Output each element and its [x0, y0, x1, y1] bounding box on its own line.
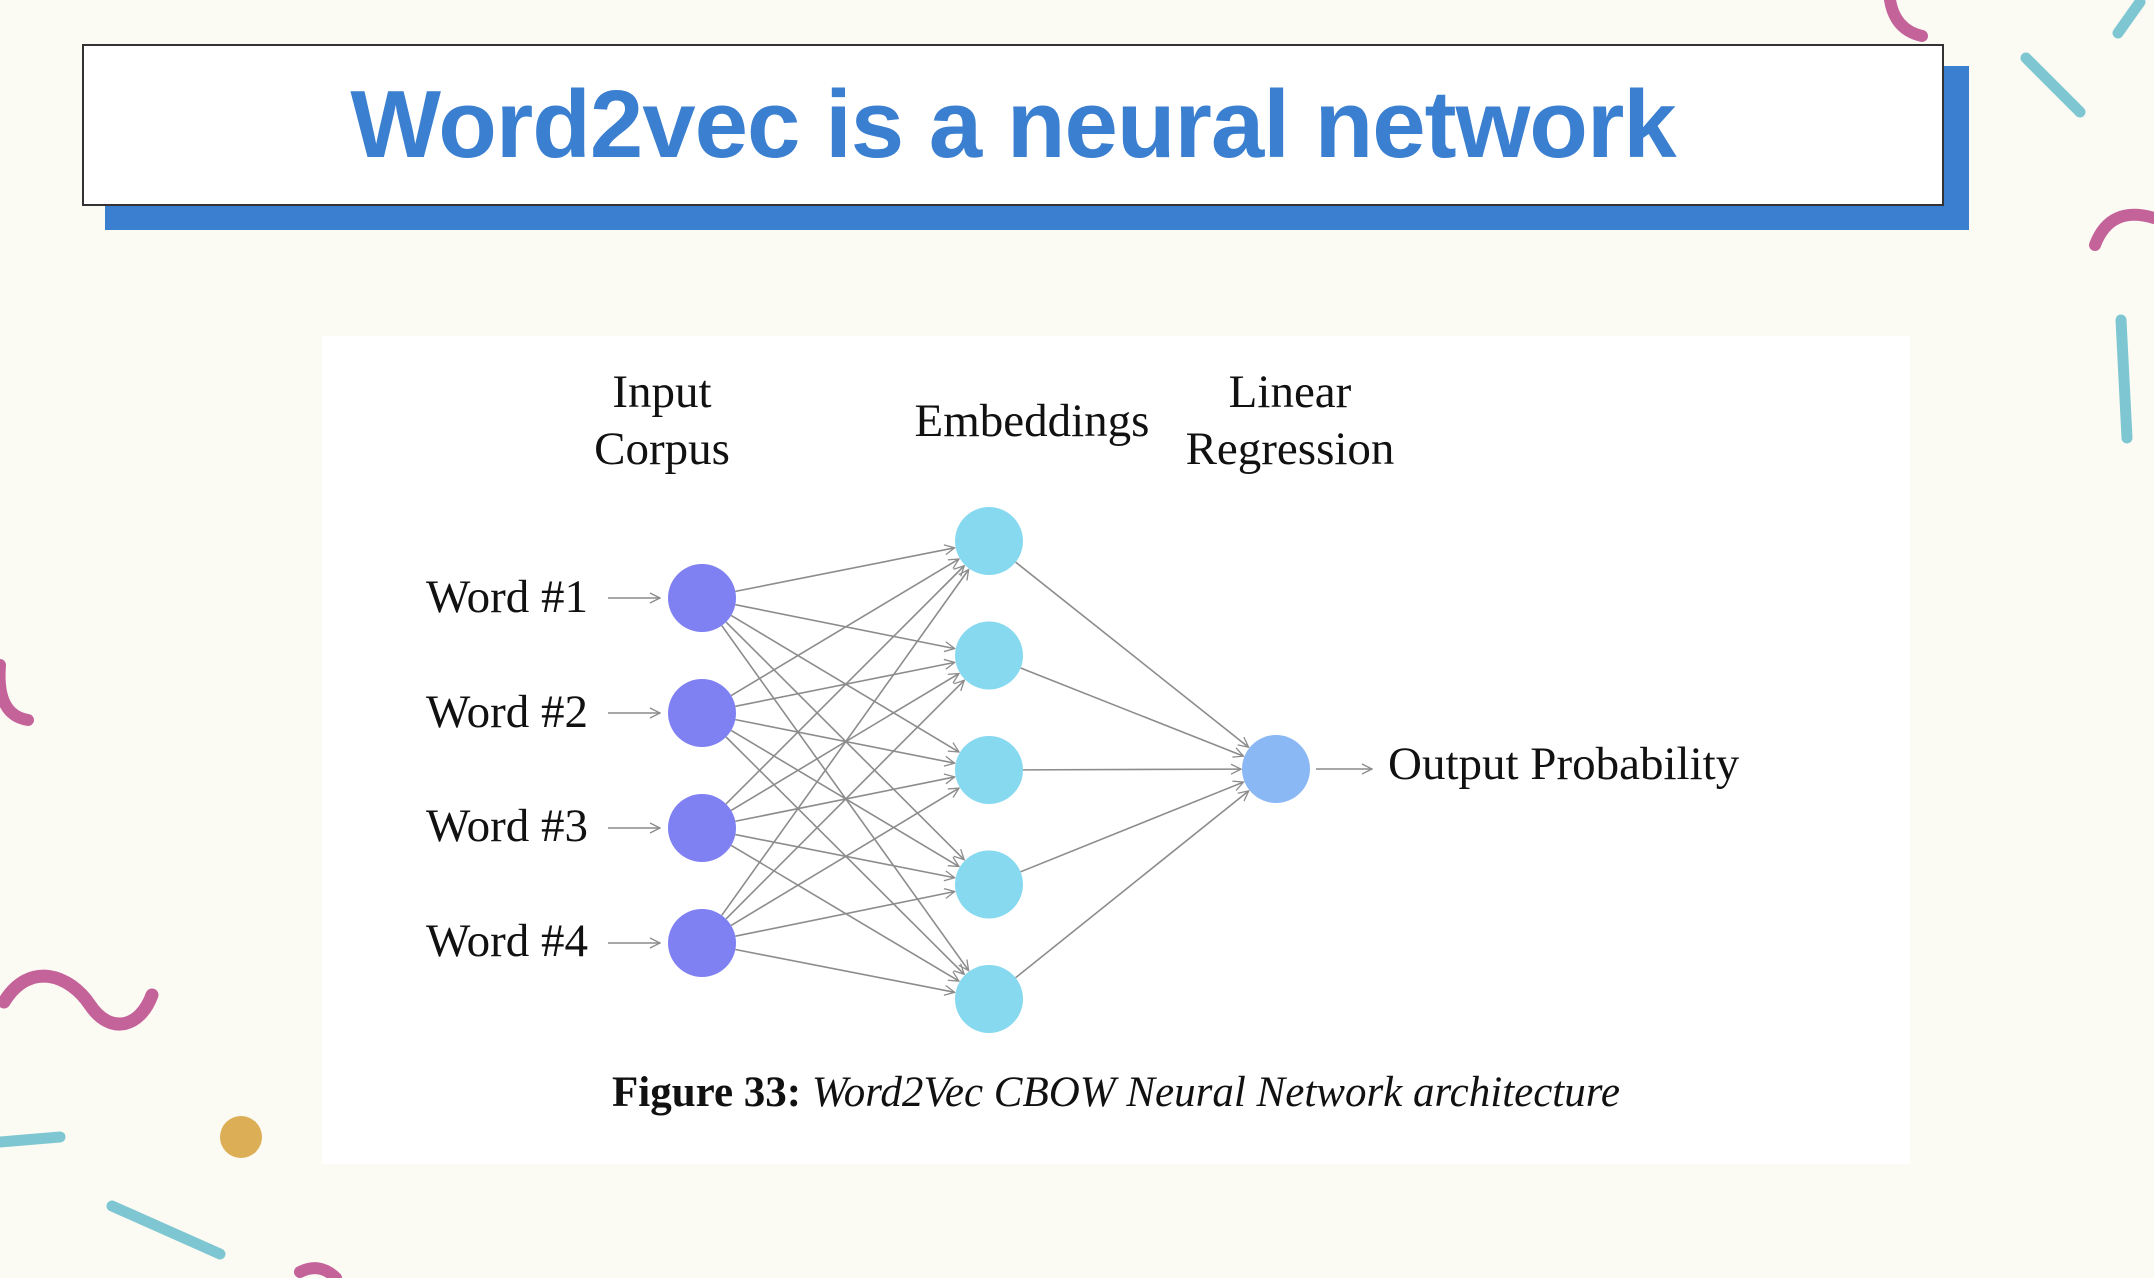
pink-arc-decoration [2089, 208, 2154, 251]
pink-arc-decoration [294, 1262, 342, 1278]
input-embedding-edge [725, 566, 964, 805]
caption-label: Figure 33: [612, 1069, 802, 1116]
input-embedding-edge [721, 569, 969, 916]
embeddings-column-label: Embeddings [914, 395, 1150, 447]
teal-dash-decoration [2112, 0, 2146, 39]
input-embedding-edge [735, 548, 954, 593]
output-column-label: Linear Regression [1160, 364, 1420, 479]
teal-dash-decoration [2115, 314, 2133, 444]
embedding-node [955, 850, 1023, 919]
teal-dash-decoration [0, 1131, 66, 1148]
embedding-output-edge [1015, 791, 1249, 979]
output-column-label-line1: Linear [1228, 366, 1352, 418]
input-embedding-edge [735, 948, 954, 993]
caption-text: Word2Vec CBOW Neural Network architectur… [811, 1069, 1620, 1116]
gold-dot-decoration [220, 1116, 262, 1158]
embedding-node [955, 621, 1023, 690]
slide-title: Word2vec is a neural network [350, 71, 1676, 178]
output-probability-label: Output Probability [1388, 738, 1740, 790]
figure-caption: Figure 33: Word2Vec CBOW Neural Network … [322, 1068, 1910, 1117]
embedding-output-edge [1020, 667, 1244, 756]
figure-card: Input Corpus Embeddings Linear Regressio… [322, 336, 1910, 1164]
input-word-label: Word #4 [426, 915, 588, 967]
embedding-output-edge [1022, 769, 1241, 770]
input-embedding-edge [730, 788, 959, 927]
output-node [1242, 735, 1310, 803]
embedding-node [955, 736, 1023, 804]
embedding-output-edge [1015, 561, 1249, 747]
teal-dash-decoration [2020, 52, 2086, 118]
input-embedding-edge [725, 680, 964, 920]
output-column-label-line2: Regression [1185, 423, 1395, 476]
embedding-output-edge [1020, 782, 1244, 873]
edges-layer [608, 548, 1372, 992]
input-word-label: Word #3 [426, 800, 588, 852]
input-word-label: Word #2 [426, 686, 588, 738]
title-banner: Word2vec is a neural network [82, 44, 1944, 206]
input-node [668, 909, 736, 977]
pink-wave-decoration [0, 969, 159, 1031]
nodes-layer [668, 507, 1310, 1033]
pink-arc-decoration [0, 659, 34, 726]
pink-squiggle-decoration [1884, 0, 1928, 42]
teal-dash-decoration [106, 1200, 226, 1260]
input-node [668, 679, 736, 747]
input-embedding-edge [730, 559, 959, 697]
input-node [668, 794, 736, 862]
input-column-label-line2: Corpus [594, 423, 730, 476]
input-column-label: Input Corpus [562, 364, 762, 479]
embedding-node [955, 965, 1023, 1033]
input-embedding-edge [735, 891, 954, 937]
embedding-node [955, 507, 1023, 575]
neural-network-diagram [608, 507, 1910, 1033]
input-node [668, 564, 736, 632]
input-word-label: Word #1 [426, 571, 588, 623]
input-column-label-line1: Input [612, 366, 712, 418]
